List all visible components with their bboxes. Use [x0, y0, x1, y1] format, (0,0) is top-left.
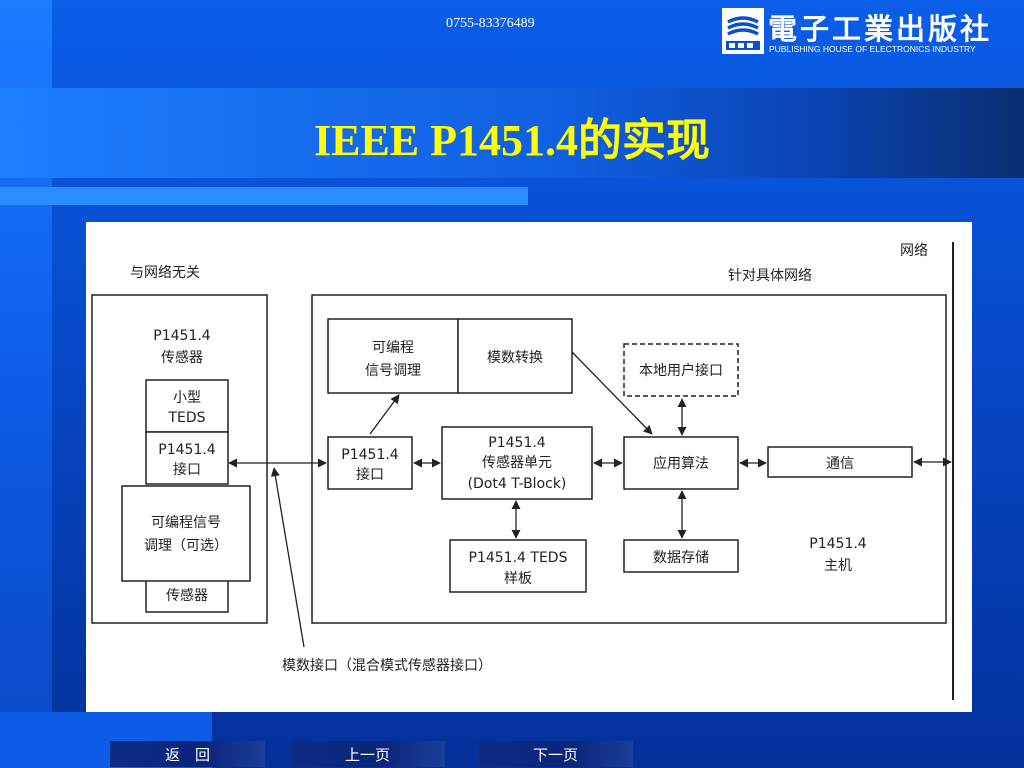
sensor-unit-box: [441, 426, 593, 500]
interface-left-1: P1451.4: [158, 442, 216, 458]
sensor-title-2: 传感器: [161, 349, 203, 366]
prev-page-button[interactable]: 上一页: [290, 741, 445, 767]
prog-cond-2: 调理（可选）: [144, 538, 228, 554]
local-ui-label: 本地用户接口: [639, 362, 723, 379]
adc-label: 模数转换: [487, 349, 543, 366]
sensor-unit-1: P1451.4: [488, 435, 546, 451]
label-network: 网络: [900, 243, 928, 259]
prog-signal-1: 可编程: [372, 340, 414, 356]
label-network-independent: 与网络无关: [130, 265, 200, 281]
back-button[interactable]: 返 回: [110, 741, 265, 767]
host-label-1: P1451.4: [809, 536, 867, 552]
interface-left-2: 接口: [173, 461, 201, 478]
arrow-adc-to-app: [571, 351, 653, 435]
interface-mid-2: 接口: [356, 466, 384, 483]
publisher-subtitle: PUBLISHING HOUSE OF ELECTRONICS INDUSTRY: [769, 44, 976, 54]
comm-box: [767, 446, 913, 478]
app-algo-label: 应用算法: [653, 455, 709, 472]
teds-template-1: P1451.4 TEDS: [469, 550, 568, 566]
prog-signal-box: [327, 318, 459, 394]
interface-mid-box: [327, 436, 413, 490]
app-algo-box: [623, 436, 739, 490]
prog-cond-1: 可编程信号: [151, 515, 221, 531]
local-ui-box: [623, 343, 739, 397]
publisher-name: 電子工業出版社: [768, 12, 993, 46]
sensor-unit-3: (Dot4 T-Block): [468, 476, 567, 492]
sensor-bottom-box: [145, 577, 229, 613]
mixed-interface-label: 模数接口（混合模式传感器接口）: [282, 657, 492, 674]
teds-template-2: 样板: [504, 571, 532, 587]
diagram-panel: 与网络无关 网络 针对具体网络 P1451.4 传感器 小型 TEDS P145…: [86, 222, 972, 712]
teds-template-box: [449, 539, 587, 593]
interface-left-box: [145, 431, 229, 485]
adc-box: [457, 318, 573, 394]
comm-label: 通信: [826, 456, 854, 472]
page-title: IEEE P1451.4的实现: [313, 116, 711, 165]
sensor-title-1: P1451.4: [153, 328, 211, 344]
sensor-bottom-label: 传感器: [166, 587, 208, 604]
label-specific-network: 针对具体网络: [728, 268, 812, 284]
prog-cond-box: [121, 485, 251, 582]
mini-teds-2: TEDS: [167, 410, 205, 426]
arrow-mixed-interface: [270, 467, 305, 648]
sensor-unit-2: 传感器单元: [482, 454, 552, 471]
title-underline: [0, 187, 528, 205]
interface-mid-1: P1451.4: [341, 447, 399, 463]
data-storage-box: [623, 539, 739, 573]
region-labels: 与网络无关 网络 针对具体网络: [130, 243, 928, 284]
title-band: [0, 88, 1024, 178]
mini-teds-1: 小型: [173, 390, 201, 406]
architecture-diagram: 与网络无关 网络 针对具体网络 P1451.4 传感器 小型 TEDS P145…: [91, 242, 954, 700]
diagram-arrows: [228, 351, 952, 648]
prog-signal-2: 信号调理: [365, 363, 421, 379]
publisher-logo: 電子工業出版社 PUBLISHING HOUSE OF ELECTRONICS …: [722, 6, 1014, 56]
data-storage-label: 数据存储: [653, 550, 709, 566]
header-phone: 0755-83376489: [446, 16, 535, 31]
arrow-interface-to-signal: [369, 394, 400, 435]
publisher-emblem-icon: [722, 8, 764, 54]
next-page-button[interactable]: 下一页: [478, 741, 633, 767]
host-label-2: 主机: [824, 558, 852, 574]
